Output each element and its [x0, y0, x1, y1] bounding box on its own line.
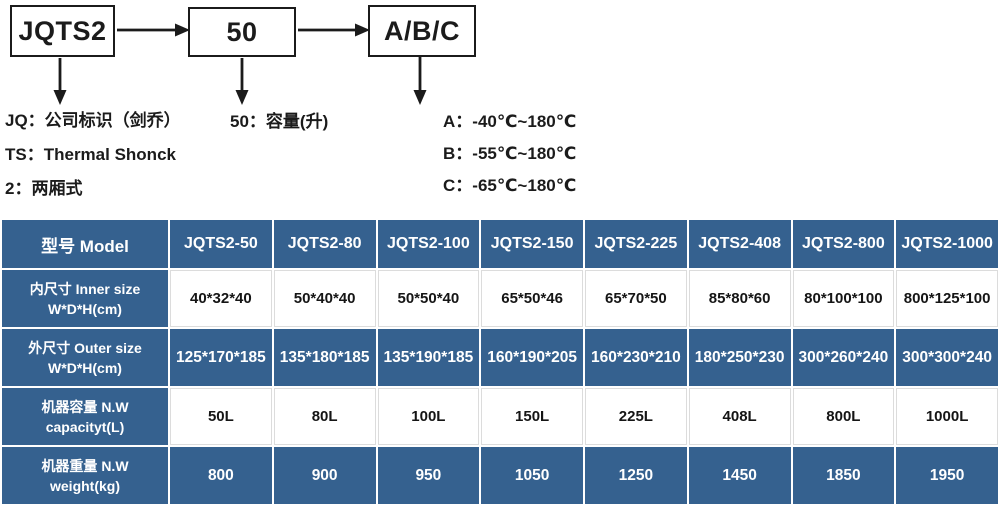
row-label-line2: weight(kg)	[50, 477, 120, 494]
row-label-line2: W*D*H(cm)	[48, 359, 122, 376]
spec-value-cell: 100L	[377, 388, 480, 445]
row-label-line1: 机器重量 N.W	[41, 457, 129, 474]
spec-value-cell: 65*70*50	[585, 270, 687, 327]
spec-value-cell: 125*170*185	[170, 329, 272, 386]
spec-value-cell: 65*50*46	[481, 270, 583, 327]
spec-value-cell: 900	[273, 447, 376, 504]
note-ts: TS：Thermal Shonck	[5, 145, 176, 164]
model-code-box: JQTS2	[10, 5, 115, 57]
row-label-line2: capacityt(L)	[45, 418, 125, 435]
note-grade-b: B：-55℃~180℃	[443, 144, 577, 163]
spec-value-cell: 300*300*240	[896, 329, 998, 386]
spec-value-cell: 150L	[481, 388, 583, 445]
page: JQTS2 50 A/B/C JQ：公司标识（剑乔） TS：Thermal Sh…	[0, 5, 1000, 506]
spec-value-cell: 1000L	[896, 388, 998, 445]
row-label: 机器容量 N.W capacityt(L)	[2, 388, 168, 445]
column-header: JQTS2-408	[688, 220, 791, 268]
spec-value-cell: 80L	[273, 388, 376, 445]
column-header: JQTS2-1000	[896, 220, 998, 268]
spec-value-cell: 408L	[688, 388, 791, 445]
spec-value-cell: 40*32*40	[170, 270, 272, 327]
column-header: JQTS2-225	[585, 220, 687, 268]
row-label-line1: 内尺寸 Inner size	[29, 280, 141, 297]
note-grade-a: A：-40℃~180℃	[443, 112, 577, 131]
spec-value-cell: 85*80*60	[688, 270, 791, 327]
note-jq: JQ：公司标识（剑乔）	[5, 111, 181, 130]
spec-value-cell: 1950	[896, 447, 998, 504]
spec-value-cell: 50L	[170, 388, 272, 445]
temperature-grade-box: A/B/C	[368, 5, 476, 57]
spec-value-cell: 80*100*100	[792, 270, 895, 327]
model-code-notes: JQ：公司标识（剑乔） TS：Thermal Shonck 2：两厢式	[5, 110, 181, 212]
spec-value-cell: 135*190*185	[377, 329, 480, 386]
flow-arrows	[53, 23, 427, 105]
note-2: 2：两厢式	[5, 179, 83, 198]
spec-value-cell: 800L	[792, 388, 895, 445]
spec-value-cell: 1850	[792, 447, 895, 504]
column-header: JQTS2-800	[792, 220, 895, 268]
note-grade-c: C：-65℃~180℃	[443, 176, 577, 195]
spec-value-cell: 800	[170, 447, 272, 504]
spec-value-cell: 50*40*40	[273, 270, 376, 327]
spec-value-cell: 1050	[481, 447, 583, 504]
spec-value-cell: 50*50*40	[377, 270, 480, 327]
row-label-line1: 外尺寸 Outer size	[28, 339, 142, 356]
column-header: JQTS2-80	[273, 220, 376, 268]
spec-value-cell: 225L	[585, 388, 687, 445]
spec-value-cell: 160*230*210	[585, 329, 687, 386]
temperature-grade-notes: A：-40℃~180℃ B：-55℃~180℃ C：-65℃~180℃	[443, 111, 576, 207]
column-header: JQTS2-150	[481, 220, 583, 268]
row-label: 机器重量 N.W weight(kg)	[2, 447, 168, 504]
spec-value-cell: 1450	[688, 447, 791, 504]
spec-value-cell: 950	[377, 447, 480, 504]
column-header: JQTS2-100	[377, 220, 480, 268]
row-label-line2: W*D*H(cm)	[48, 300, 122, 317]
note-capacity: 50：容量(升)	[230, 112, 329, 131]
capacity-code-box: 50	[188, 7, 296, 57]
row-label-line1: 机器容量 N.W	[41, 398, 129, 415]
spec-value-cell: 800*125*100	[896, 270, 998, 327]
spec-value-cell: 135*180*185	[273, 329, 376, 386]
spec-value-cell: 160*190*205	[481, 329, 583, 386]
spec-value-cell: 180*250*230	[688, 329, 791, 386]
spec-value-cell: 300*260*240	[792, 329, 895, 386]
column-header-model: 型号 Model	[2, 220, 168, 268]
column-header: JQTS2-50	[170, 220, 272, 268]
spec-value-cell: 1250	[585, 447, 687, 504]
